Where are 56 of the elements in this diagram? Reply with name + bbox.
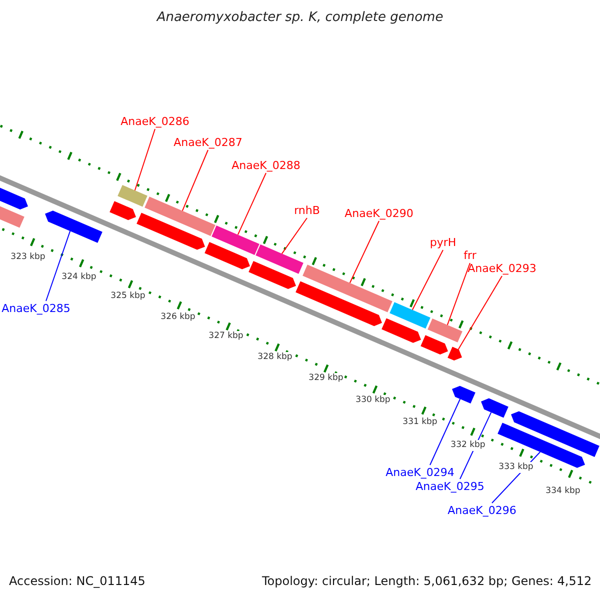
position-label: 331 kbp — [402, 417, 438, 428]
gene-feature — [110, 201, 136, 220]
gene-label: frr — [464, 249, 476, 262]
gene-feature — [511, 411, 600, 457]
gene-label: AnaeK_0287 — [174, 136, 242, 149]
leader-line — [134, 128, 156, 191]
gene-bar — [428, 318, 462, 342]
gene-label: AnaeK_0288 — [232, 159, 300, 172]
leader-line — [458, 276, 502, 350]
genome-stats: Topology: circular; Length: 5,061,632 bp; Genes: 4,512 — [262, 575, 592, 588]
gene-feature — [448, 346, 462, 360]
gene-label: AnaeK_0295 — [416, 480, 484, 493]
gene-bar — [390, 302, 430, 329]
gene-label: AnaeK_0294 — [386, 466, 454, 479]
position-label: 329 kbp — [308, 373, 344, 384]
gene-label: AnaeK_0293 — [468, 262, 536, 275]
position-label: 330 kbp — [356, 395, 390, 406]
position-label: 333 kbp — [498, 462, 534, 473]
leader-line — [182, 150, 208, 212]
position-label: 328 kbp — [258, 352, 292, 363]
leader-line — [281, 218, 308, 254]
gene-bar — [256, 244, 304, 274]
position-label: 323 kbp — [10, 252, 46, 263]
position-label: 324 kbp — [62, 272, 96, 283]
leader-line — [349, 220, 380, 284]
gene-feature — [382, 318, 421, 343]
leader-line — [430, 398, 461, 466]
leader-line — [412, 250, 444, 310]
gene-feature — [481, 398, 508, 418]
gene-feature — [296, 281, 382, 326]
gene-bar — [302, 264, 392, 312]
position-label: 326 kbp — [160, 312, 196, 323]
accession-label: Accession: NC_011145 — [9, 575, 146, 588]
gene-bar — [118, 185, 148, 207]
gene-feature — [136, 212, 205, 250]
gene-label: AnaeK_0296 — [448, 504, 516, 517]
leader-line — [237, 172, 266, 236]
gene-feature — [420, 335, 448, 354]
leader-line — [46, 230, 71, 302]
gene-feature — [452, 386, 476, 404]
gene-bar — [144, 196, 216, 236]
position-label: 334 kbp — [546, 486, 580, 497]
position-label: 332 kbp — [450, 440, 486, 451]
gene-feature — [45, 210, 102, 243]
gene-bar — [212, 226, 260, 255]
gene-label: rnhB — [294, 204, 320, 217]
gene-label: AnaeK_0290 — [344, 207, 414, 220]
map-title: Anaeromyxobacter sp. K, complete genome — [156, 11, 444, 24]
position-label: 325 kbp — [110, 291, 146, 302]
gene-feature — [204, 242, 250, 270]
gene-label: AnaeK_0286 — [120, 115, 190, 128]
position-label: 327 kbp — [208, 331, 244, 342]
gene-label: AnaeK_0285 — [2, 302, 70, 315]
gene-feature — [248, 261, 296, 289]
gene-label: pyrH — [430, 236, 456, 249]
leader-line — [446, 262, 470, 326]
